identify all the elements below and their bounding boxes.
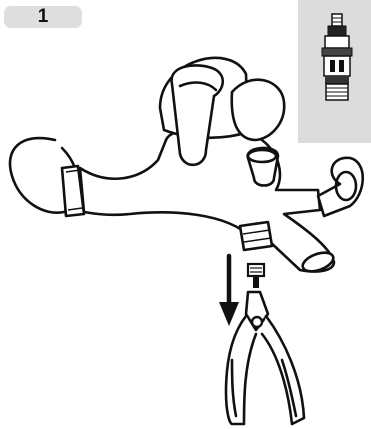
outlet-spout: [240, 222, 272, 250]
pliers-icon: [226, 292, 304, 424]
aerator-icon: [248, 264, 264, 288]
down-arrow-icon: [219, 256, 239, 326]
